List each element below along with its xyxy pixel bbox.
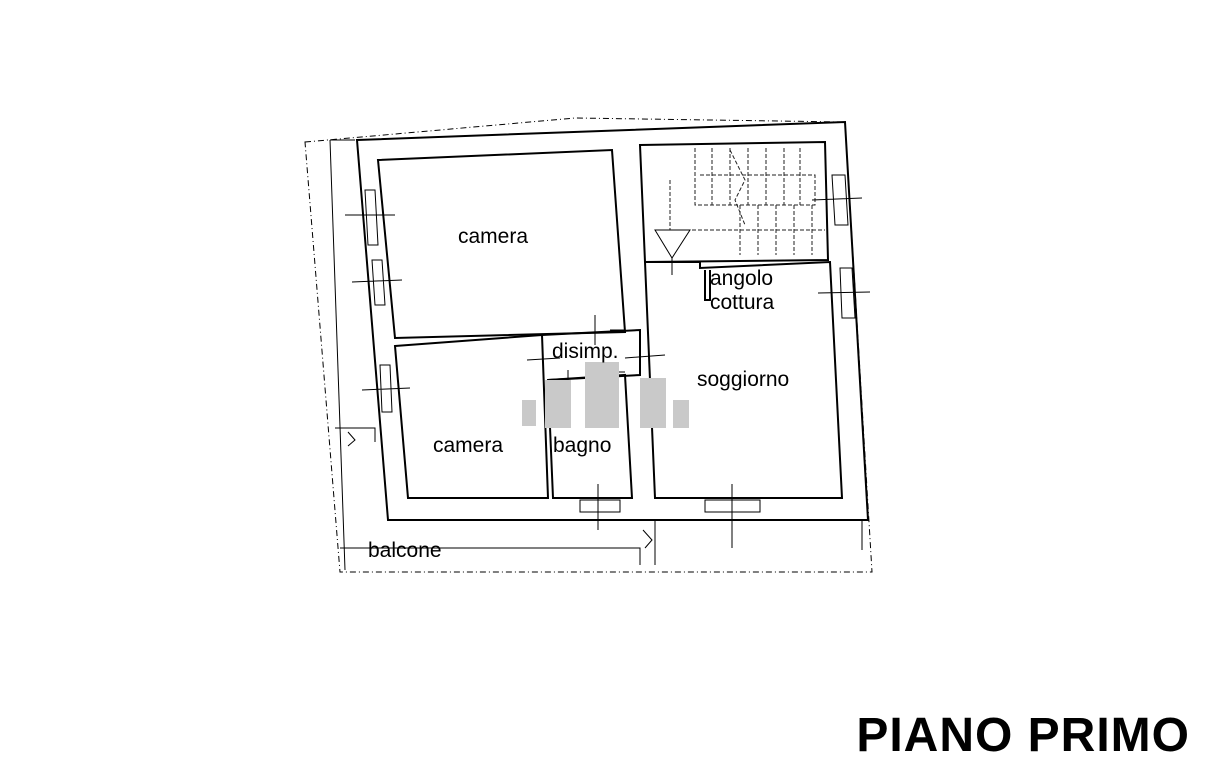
balcony-inner-edge xyxy=(329,139,355,571)
camera-top-walls xyxy=(376,148,627,340)
label-cottura: cottura xyxy=(710,291,775,314)
label-angolo: angolo xyxy=(710,267,773,290)
staircase xyxy=(654,148,825,275)
camera-bottom-walls xyxy=(393,333,550,499)
building-outer-wall xyxy=(355,120,870,521)
label-soggiorno: soggiorno xyxy=(697,368,789,391)
balcony-rail xyxy=(340,520,863,565)
label-bagno: bagno xyxy=(553,434,611,457)
windows xyxy=(345,174,871,548)
label-camera-bottom: camera xyxy=(433,434,503,457)
label-balcone: balcone xyxy=(368,539,442,562)
kitchen-counter xyxy=(704,270,711,301)
label-camera-top: camera xyxy=(458,225,528,248)
watermark-logo xyxy=(522,362,689,428)
label-disimp: disimp. xyxy=(552,340,619,363)
property-boundary xyxy=(304,117,873,573)
floor-title: PIANO PRIMO xyxy=(856,709,1190,762)
stair-walls xyxy=(638,140,830,264)
